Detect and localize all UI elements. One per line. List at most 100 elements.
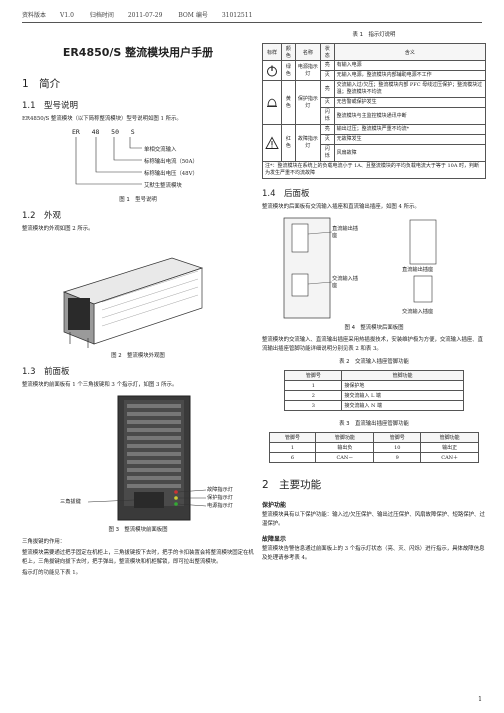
- model-note-brand: 艾默生整流模块: [144, 183, 182, 189]
- pin-no: 10: [373, 442, 422, 453]
- model-part-48: 48: [91, 128, 100, 136]
- model-note-voltage: 标称输出电压（48V）: [144, 171, 198, 177]
- figure-2-caption: 图 2 整流模块外观图: [111, 353, 165, 359]
- th-name: 名称: [294, 43, 321, 61]
- handle-intro: 三角拔键的作用：: [22, 539, 66, 545]
- section-1-4-text2: 整流模块的交流输入、直流输出插座采用热插拔技术，安装维护极为方便，交流输入插座、…: [262, 337, 484, 352]
- model-note-current: 标称输出电流（50A）: [144, 159, 198, 165]
- fault-display-heading: 故障显示: [262, 536, 287, 543]
- fault-warning-icon: [262, 124, 282, 162]
- pin-func: 输出正: [420, 442, 480, 453]
- led-meaning: 有输入电源: [333, 60, 487, 71]
- power-symbol-icon: [262, 60, 282, 81]
- table-1-note: 注*：整流模块在系统上的负载电流小于 1A、且整流模块的平均负载电流大于等于 1…: [262, 161, 486, 179]
- warning-bell-icon: [262, 80, 282, 125]
- handle-key-label: 三角拔键: [60, 499, 81, 505]
- front-panel-image: [87, 395, 207, 521]
- module-exterior-image: [62, 257, 204, 348]
- th-color: 颜色: [281, 43, 296, 61]
- section-1-1-title: 1.1 型号说明: [22, 101, 79, 111]
- pin-func: 输出负: [315, 442, 375, 453]
- pin-func: CAN－: [315, 452, 375, 463]
- pin-func: 接交流输入 L 端: [341, 390, 464, 401]
- led-state: 亮: [319, 60, 335, 71]
- section-1-3-title: 1.3 前面板: [22, 367, 70, 377]
- protection-heading: 保护功能: [262, 502, 287, 509]
- led-meaning: 输出过压；整流模块严重不均流*: [333, 124, 487, 135]
- model-part-50: 50: [111, 128, 119, 136]
- pin-func: 接保护地: [341, 380, 464, 391]
- section-2-title: 2 主要功能: [262, 479, 322, 491]
- rear-panel-image: [283, 217, 437, 319]
- model-diagram: ER 48 50 S 单相交流输入 标称输出电流（50A） 标称输出电压（48V…: [42, 128, 254, 192]
- th-pin: 管脚号: [268, 432, 317, 443]
- section-1-1-text: ER4850/S 整流模块（以下简称整流模块）型号说明如图 1 所示。: [22, 116, 182, 122]
- right-column: 表 1 指示灯说明 标样 颜色 名称 状态 含义 绿色 电源指示灯 亮 有输入电…: [262, 30, 487, 565]
- header-rule: [22, 22, 482, 23]
- pin-no: 3: [284, 400, 343, 411]
- led-meaning: 整流模块与主监控模块通讯中断: [333, 107, 487, 125]
- ac-input-label-right: 交流输入插座: [402, 309, 434, 315]
- pin-func: 接交流输入 N 端: [341, 400, 464, 411]
- th-function: 管脚功能: [341, 370, 464, 381]
- doc-title: ER4850/S 整流模块用户手册: [62, 46, 214, 59]
- led-state: 闪烁: [319, 144, 335, 162]
- led-meaning: 风扇故障: [333, 144, 487, 162]
- power-led-label: 电源指示灯: [207, 503, 233, 509]
- version-label: 资料版本: [22, 12, 47, 19]
- pin-no: 6: [268, 452, 317, 463]
- th-symbol: 标样: [262, 43, 282, 61]
- led-state: 闪烁: [319, 107, 335, 125]
- led-state: 灭: [319, 70, 335, 81]
- date-label: 归档时间: [89, 12, 114, 19]
- pin-func: CAN＋: [420, 452, 480, 463]
- pin-no: 9: [373, 452, 422, 463]
- section-1-2-text: 整流模块的外观如图 2 所示。: [22, 226, 94, 232]
- table-1-caption: 表 1 指示灯说明: [352, 32, 396, 38]
- section-1-4-title: 1.4 后面板: [262, 189, 310, 199]
- page-number: 1: [478, 696, 482, 703]
- led-meaning: 交流输入过/欠压；整流模块内部 PFC 母线过压保护；整流模块过温；整流模块不均…: [333, 80, 487, 98]
- led-color: 绿色: [281, 60, 296, 81]
- front-panel-figure: 故障指示灯 保护指示灯 电源指示灯 三角拔键: [22, 392, 254, 522]
- handle-desc: 整流模块需要通过把手固定在机柜上，三角拔键按下去时，把手的卡扣装置会将整流模块固…: [22, 550, 254, 565]
- led-state: 亮: [319, 124, 335, 135]
- pin-no: 2: [284, 390, 343, 401]
- date: 2011-07-29: [127, 12, 163, 19]
- pin-no: 1: [284, 380, 343, 391]
- led-state: 亮: [319, 80, 335, 98]
- led-name: 电源指示灯: [294, 60, 321, 81]
- led-meaning: 无故障发生: [333, 134, 487, 145]
- figure-4-caption: 图 4 整流模块后面板图: [344, 325, 404, 331]
- dc-output-label-left: 直流输出插座: [332, 226, 358, 239]
- led-table: 标样 颜色 名称 状态 含义 绿色 电源指示灯 亮 有输入电源 灭 无输入电源，…: [262, 43, 487, 179]
- protection-text: 整流模块具有以下保护功能：输入过/欠压保护、输出过压保护、风扇故障保护、短路保护…: [262, 512, 485, 527]
- led-color: 黄色: [281, 80, 296, 125]
- fault-led-label: 故障指示灯: [207, 487, 233, 493]
- model-note-input: 单相交流输入: [144, 147, 177, 153]
- led-meaning: 无告警或保护发生: [333, 97, 487, 108]
- led-state: 灭: [319, 134, 335, 145]
- th-pin: 管脚号: [373, 432, 422, 443]
- dc-output-label-right: 直流输出插座: [402, 267, 434, 273]
- led-name: 故障指示灯: [294, 124, 321, 162]
- bom-label: BOM 编号: [178, 12, 208, 19]
- section-1-3-text: 整流模块的前面板有 1 个三角拔键和 3 个指示灯，如图 3 所示。: [22, 382, 178, 388]
- th-state: 状态: [319, 43, 335, 61]
- rear-panel-figure: 直流输出插座 交流输入插座 直流输出插座 交流输入插座: [262, 214, 486, 320]
- protect-led-label: 保护指示灯: [207, 495, 233, 501]
- figure-1-caption: 图 1 型号说明: [119, 197, 157, 203]
- section-1-title: 1 简介: [22, 78, 61, 90]
- th-function: 管脚功能: [420, 432, 480, 443]
- led-meaning: 无输入电源，整流模块内部辅助电源不工作: [333, 70, 487, 81]
- table-3-caption: 表 3 直流输出插座管脚功能: [339, 421, 409, 427]
- led-ref: 指示灯的功能见下表 1。: [22, 570, 82, 576]
- bom: 31012511: [221, 12, 253, 19]
- th-function: 管脚功能: [315, 432, 375, 443]
- ac-input-label-left: 交流输入插座: [332, 276, 358, 289]
- th-meaning: 含义: [333, 43, 487, 61]
- left-column: ER4850/S 整流模块用户手册 1 简介 1.1 型号说明 ER4850/S…: [22, 30, 254, 580]
